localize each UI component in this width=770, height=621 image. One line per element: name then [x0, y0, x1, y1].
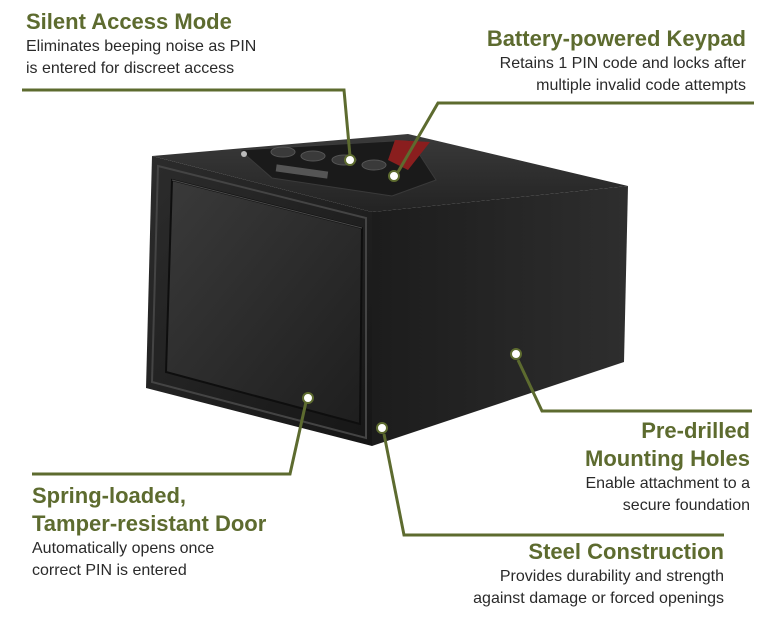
feature-title: Silent Access Mode [26, 9, 232, 34]
feature-mounting-holes: Pre-drilled Mounting Holes Enable attach… [500, 417, 750, 517]
feature-description-line: Enable attachment to a [585, 475, 750, 492]
feature-battery-keypad: Battery-powered Keypad Retains 1 PIN cod… [400, 25, 746, 97]
feature-title: Spring-loaded, [32, 483, 186, 508]
callout-dot-steel [376, 422, 388, 434]
feature-description-line: multiple invalid code attempts [536, 77, 746, 94]
callout-dot-silent [344, 154, 356, 166]
callout-dot-holes [510, 348, 522, 360]
leader-keypad [396, 101, 754, 173]
feature-description-line: secure foundation [622, 497, 750, 514]
feature-title: Pre-drilled [641, 418, 750, 443]
feature-description-line: Automatically opens once [32, 540, 215, 557]
feature-description-line: correct PIN is entered [32, 562, 187, 579]
feature-description-line: Provides durability and strength [499, 568, 724, 585]
feature-description-line: against damage or forced openings [473, 590, 724, 607]
safe-side [372, 186, 628, 446]
leader-steel [382, 433, 724, 537]
feature-spring-door: Spring-loaded, Tamper-resistant Door Aut… [32, 482, 332, 582]
callout-dot-door [302, 392, 314, 404]
feature-description-line: Retains 1 PIN code and locks after [499, 55, 746, 72]
feature-steel-construction: Steel Construction Provides durability a… [380, 538, 724, 610]
feature-description-line: Eliminates beeping noise as PIN [26, 38, 257, 55]
leader-holes [516, 359, 752, 413]
callout-dot-keypad [388, 170, 400, 182]
leader-silent [22, 88, 352, 157]
feature-title: Mounting Holes [585, 446, 750, 471]
feature-title: Steel Construction [528, 539, 724, 564]
feature-description-line: is entered for discreet access [26, 60, 235, 77]
feature-title: Tamper-resistant Door [32, 511, 267, 536]
leader-door [32, 401, 308, 476]
feature-silent-access: Silent Access Mode Eliminates beeping no… [26, 8, 356, 80]
feature-title: Battery-powered Keypad [486, 26, 746, 51]
